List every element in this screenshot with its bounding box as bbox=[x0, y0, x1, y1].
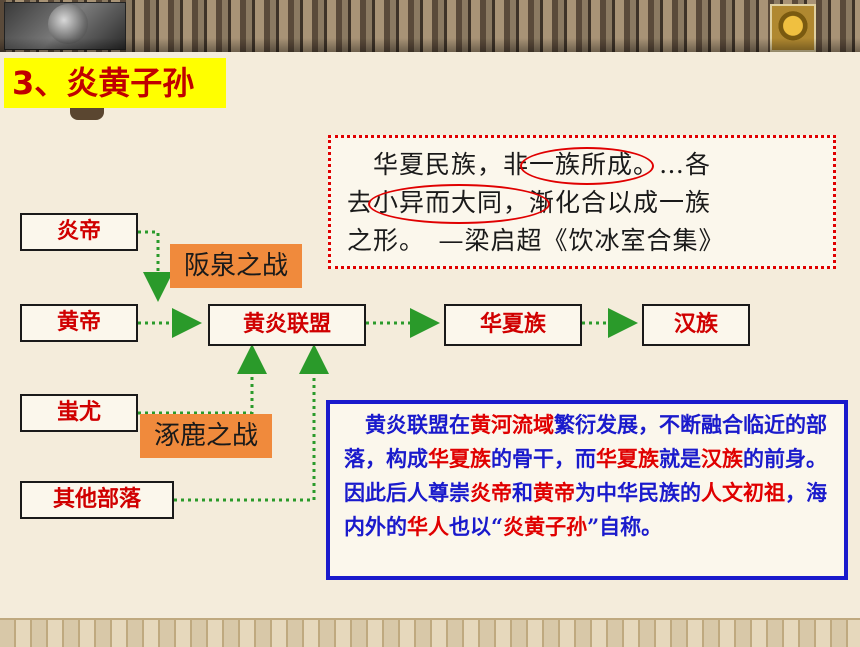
battle-banquan: 阪泉之战 bbox=[170, 244, 302, 288]
node-alliance: 黄炎联盟 bbox=[208, 304, 366, 346]
slide-title: 3、炎黄子孙 bbox=[4, 58, 226, 108]
description-box: 黄炎联盟在黄河流域繁衍发展，不断融合临近的部落，构成华夏族的骨干，而华夏族就是汉… bbox=[326, 400, 848, 580]
node-chiyou: 蚩尤 bbox=[20, 394, 138, 432]
node-yandi: 炎帝 bbox=[20, 213, 138, 251]
battle-zhuolu: 涿鹿之战 bbox=[140, 414, 272, 458]
footer-pattern bbox=[0, 618, 860, 647]
node-huaxia: 华夏族 bbox=[444, 304, 582, 346]
quote-line-3: 之形。 —梁启超《饮冰室合集》 bbox=[347, 226, 725, 255]
node-others: 其他部落 bbox=[20, 481, 174, 519]
quote-line-2: 去小异而大同，渐化合以成一族 bbox=[347, 188, 712, 217]
node-han: 汉族 bbox=[642, 304, 750, 346]
top-banner bbox=[0, 0, 860, 52]
arrow-others-to-alliance bbox=[174, 344, 329, 502]
arrow-chiyou-to-alliance bbox=[138, 344, 267, 415]
node-huangdi: 黄帝 bbox=[20, 304, 138, 342]
arrow-yandi-to-alliance bbox=[138, 230, 173, 302]
